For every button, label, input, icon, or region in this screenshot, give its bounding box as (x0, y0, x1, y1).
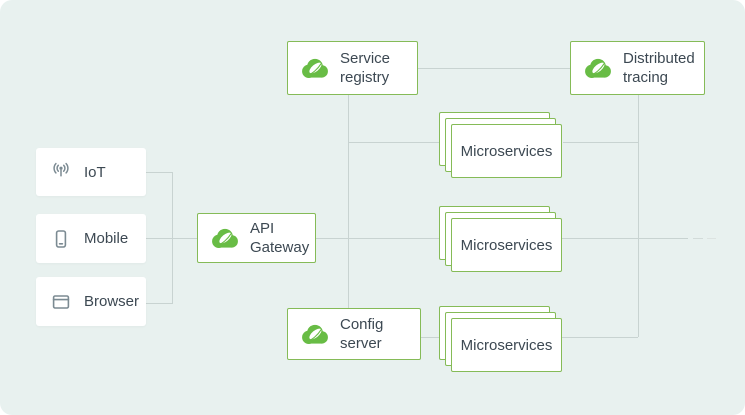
client-box-iot: IoT (36, 148, 146, 196)
client-label: Browser (84, 293, 140, 310)
node-label: API Gateway (250, 220, 310, 256)
node-distributed-tracing: Distributed tracing (570, 41, 705, 95)
edge-fade-dash-1 (693, 238, 703, 239)
edge-config-microservices-bottom (421, 337, 451, 338)
edge-mobile-gateway (146, 238, 197, 239)
edge-registry-tracing (418, 68, 570, 69)
stack-label: Microservices (460, 236, 553, 254)
spring-cloud-logo-icon (302, 324, 328, 344)
stack-card-front: Microservices (451, 218, 562, 272)
smartphone-icon (55, 229, 67, 248)
spring-cloud-logo-icon (302, 58, 328, 78)
broadcast-icon (53, 162, 69, 177)
edge-iot-junction (146, 172, 172, 173)
microservices-stack-bottom: Microservices (439, 306, 563, 373)
node-config-server: Config server (287, 308, 421, 360)
browser-window-icon (52, 294, 70, 309)
edge-registry-config (348, 95, 349, 308)
stack-card-front: Microservices (451, 318, 562, 372)
node-service-registry: Service registry (287, 41, 418, 95)
stack-label: Microservices (460, 142, 553, 160)
edge-browser-junction (146, 303, 172, 304)
node-label: Service registry (340, 50, 391, 86)
stack-card-front: Microservices (451, 124, 562, 178)
node-label: Distributed tracing (623, 50, 695, 86)
client-box-mobile: Mobile (36, 214, 146, 263)
client-box-browser: Browser (36, 277, 146, 326)
edge-microservices-top-tracing (563, 142, 638, 143)
client-label: Mobile (84, 230, 129, 247)
client-label: IoT (84, 163, 106, 181)
stack-label: Microservices (460, 336, 553, 354)
edge-tracing-vertical (638, 95, 639, 337)
edge-tracing-microservices-bottom (562, 337, 638, 338)
edge-fade-dash-2 (707, 238, 716, 239)
node-label: Config server (340, 316, 384, 352)
spring-cloud-logo-icon (585, 58, 611, 78)
microservices-stack-top: Microservices (439, 112, 563, 179)
edge-registry-microservices-top (348, 142, 451, 143)
spring-cloud-logo-icon (212, 228, 238, 248)
microservices-stack-middle: Microservices (439, 206, 563, 273)
node-api-gateway: API Gateway (197, 213, 316, 263)
